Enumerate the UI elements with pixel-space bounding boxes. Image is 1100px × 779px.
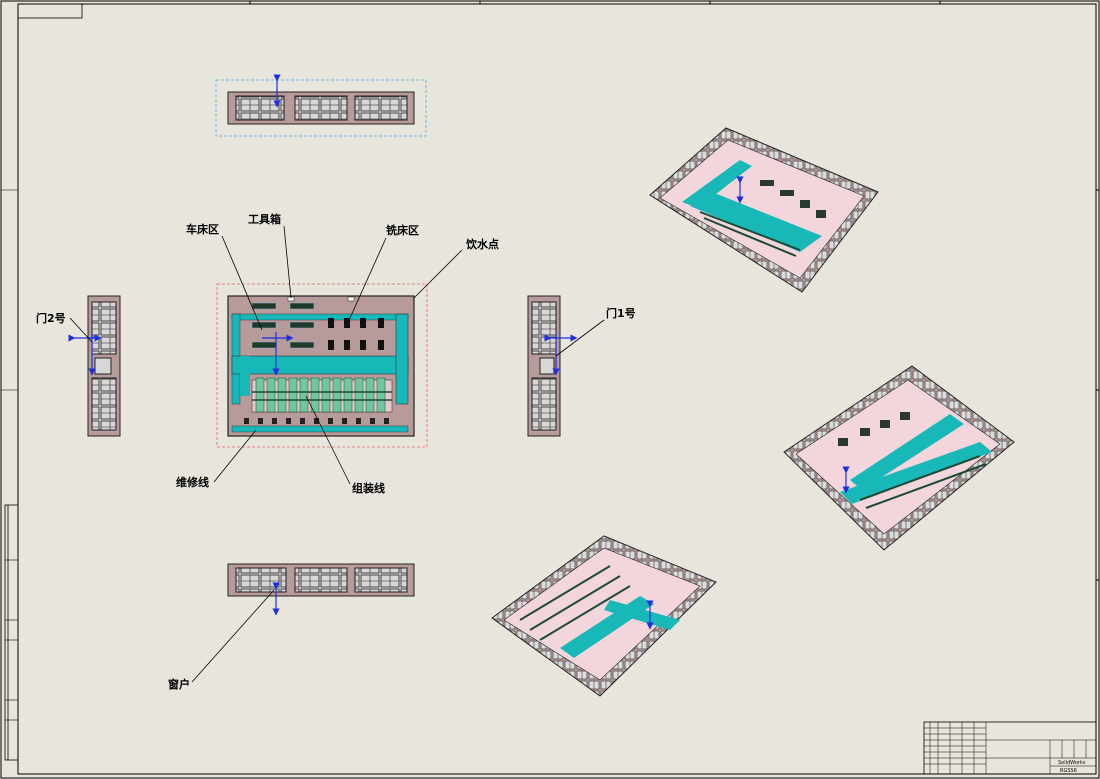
- label-window: 窗户: [168, 677, 190, 691]
- left-door-elevation[interactable]: [68, 295, 121, 437]
- label-milling-area: 铣床区: [386, 223, 419, 237]
- right-door-elevation[interactable]: [527, 295, 578, 437]
- title-block-sheet-size: RGSS6: [1060, 768, 1077, 774]
- label-lathe-area: 车床区: [186, 222, 219, 236]
- maintenance-stations: [231, 418, 409, 433]
- floor-plan-view[interactable]: [216, 283, 428, 448]
- milling-machines: [328, 318, 384, 350]
- title-block-software: SolidWorks: [1058, 760, 1086, 766]
- isometric-view-3[interactable]: [491, 535, 717, 697]
- leader-lines: [69, 225, 605, 683]
- top-window-elevation[interactable]: [215, 74, 427, 137]
- label-water-point: 饮水点: [465, 237, 499, 251]
- assembly-stations: [251, 377, 393, 413]
- lathe-machines: [251, 302, 315, 349]
- title-block: SolidWorks RGSS6: [923, 721, 1097, 775]
- label-assembly-line: 组装线: [352, 481, 385, 495]
- label-toolbox: 工具箱: [248, 212, 281, 226]
- bottom-window-elevation[interactable]: [227, 563, 415, 616]
- label-maintenance-line: 维修线: [176, 475, 209, 489]
- label-door1: 门1号: [606, 306, 636, 320]
- label-door2: 门2号: [36, 311, 66, 325]
- isometric-view-1[interactable]: [649, 127, 879, 293]
- isometric-view-2[interactable]: [783, 365, 1015, 551]
